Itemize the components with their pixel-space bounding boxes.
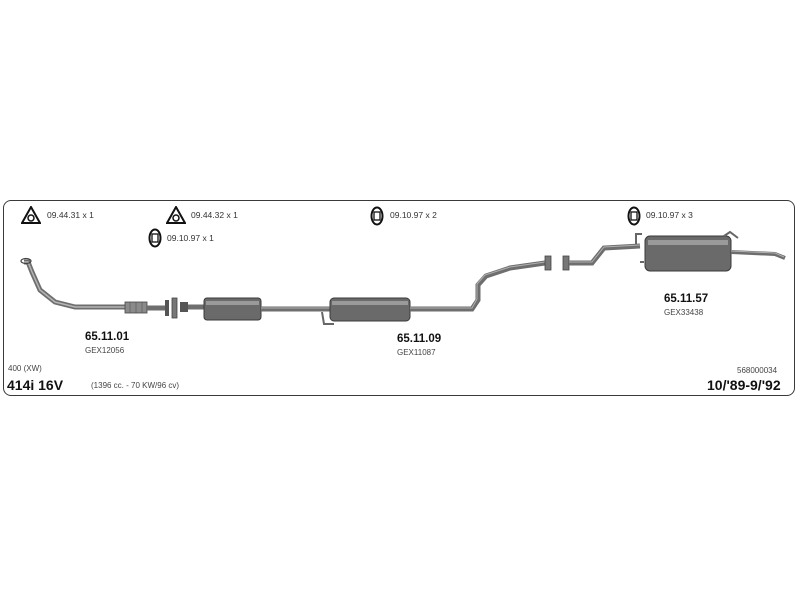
- part-ref-front-pipe: GEX12056: [85, 346, 125, 355]
- hardware-label-1: 09.44.31 x 1: [47, 210, 94, 220]
- rubber-hanger-icon: [627, 206, 641, 226]
- hardware-label-2: 09.44.32 x 1: [191, 210, 238, 220]
- triangle-gasket-icon: [166, 206, 186, 224]
- front-pipe-drawing: [20, 257, 178, 319]
- part-ref-rear-silencer: GEX33438: [664, 308, 704, 317]
- hardware-label-4: 09.10.97 x 2: [390, 210, 437, 220]
- part-number-front-pipe: 65.11.01: [85, 331, 130, 343]
- middle-pipe-drawing: [180, 297, 334, 325]
- rear-silencer-drawing: [562, 230, 786, 272]
- model-name: 414i 16V: [7, 377, 64, 393]
- middle-silencer-drawing: [329, 255, 552, 322]
- rubber-hanger-icon: [370, 206, 384, 226]
- part-ref-middle-silencer: GEX11087: [397, 348, 436, 357]
- engine-spec: (1396 cc. - 70 KW/96 cv): [91, 381, 180, 390]
- triangle-gasket-icon: [21, 206, 41, 224]
- model-series: 400 (XW): [8, 364, 42, 373]
- production-years: 10/'89-9/'92: [707, 377, 781, 393]
- hardware-label-3: 09.10.97 x 1: [167, 233, 214, 243]
- rubber-hanger-icon: [148, 228, 162, 248]
- hardware-label-5: 09.10.97 x 3: [646, 210, 693, 220]
- part-number-middle-silencer: 65.11.09: [397, 333, 442, 345]
- catalog-number: 568000034: [737, 366, 778, 375]
- part-number-rear-silencer: 65.11.57: [664, 293, 709, 305]
